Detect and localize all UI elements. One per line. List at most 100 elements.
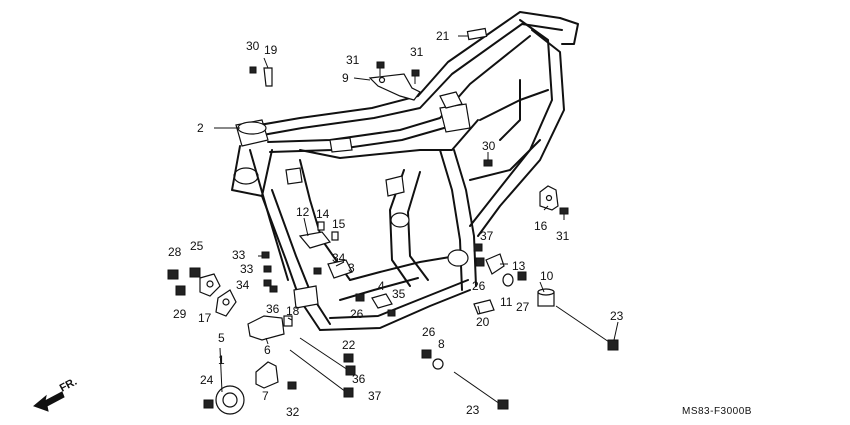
bolt-31-a [376,61,385,76]
part-3-bracket [327,259,353,279]
arrow-icon [33,391,65,412]
bolt-36-a [299,337,356,376]
callout-30-a: 28 [168,245,182,259]
callout-30-b: 29 [173,307,187,321]
callout-2: 2 [197,121,204,135]
part-18-spacer [283,315,293,327]
bolt-35 [269,285,278,293]
part-10-bushing [537,288,555,307]
callout-9: 9 [342,71,349,85]
callout-23: 23 [466,403,480,417]
part-14-pin [317,221,325,231]
part-29-bolt [483,159,493,167]
part-15-pin [331,231,339,241]
callout-4: 4 [378,279,385,293]
bolt-34-b [263,279,272,287]
callout-labels: 2 21 9 31 31 30 19 30 16 31 12 14 15 34 … [168,29,624,419]
nut-30-a [167,269,179,280]
callout-34-a: 34 [332,251,346,265]
callout-11: 11 [500,295,513,309]
callout-3: 3 [348,261,355,275]
nut-26-a [189,267,201,278]
callout-8: 8 [438,337,445,351]
diagram-code: MS83-F3000B [682,406,752,417]
bolt-33-a [261,251,270,259]
bolt-31-c [559,207,569,220]
part-4-bracket [371,293,393,309]
bolt-34-c [387,309,396,317]
callout-10: 10 [540,269,554,283]
callout-33-a: 33 [232,248,246,262]
callout-31-a: 31 [346,53,360,67]
part-16-bracket [539,185,559,211]
callout-25: 24 [200,373,214,387]
callout-14: 14 [316,207,330,221]
nut-26-b [475,257,485,267]
bolt-31-b [411,69,420,84]
part-27-b [517,271,527,281]
callout-34-b: 34 [236,278,250,292]
callout-35: 36 [266,302,280,316]
part-11-collar [502,273,514,287]
part-13-bracket [485,253,505,275]
callout-26-b: 26 [472,279,486,293]
bolt-34-a [313,267,322,275]
callout-6: 6 [264,343,271,357]
callout-36-b: 37 [368,389,382,403]
bolt-32 [287,381,297,390]
callout-22: 22 [342,338,356,352]
main-frame [231,11,579,331]
callout-28: 30 [246,39,260,53]
callout-34-c: 35 [392,287,406,301]
direction-label: FR. [58,376,79,395]
bolt-33-b [263,265,272,273]
part-19-clip [263,67,273,87]
callout-12: 12 [296,205,310,219]
callout-21: 21 [436,29,450,43]
part-5-plate [215,289,237,317]
callout-29: 30 [482,139,496,153]
callout-18: 18 [286,304,300,318]
callout-26-a: 25 [190,239,204,253]
part-21-tube [466,27,488,41]
part-17-plate [199,273,221,297]
callout-5: 5 [218,331,225,345]
callout-17: 17 [198,311,212,325]
callout-27-b: 27 [516,300,530,314]
part-20-pad [473,299,495,315]
callout-36-a: 36 [352,372,366,386]
callout-27-a: 26 [350,307,364,321]
callout-16: 16 [534,219,548,233]
callout-13: 13 [512,259,526,273]
callout-20: 20 [476,315,490,329]
callout-7: 7 [262,389,269,403]
callout-31-c: 31 [556,229,570,243]
leader-lines [214,35,619,393]
callout-37: 37 [480,229,494,243]
nut-30-b [175,285,186,296]
nut-26-c [421,349,432,359]
part-28-bolt [249,66,257,74]
callout-31-b: 31 [410,45,424,59]
callout-15: 15 [332,217,346,231]
callout-24: 23 [610,309,624,323]
nut-22 [343,353,354,363]
part-7-bracket [255,361,279,389]
callout-19: 19 [264,43,278,57]
part-27-a [355,293,365,302]
part-8-collar [432,358,444,370]
bolt-23 [453,371,509,410]
part-37-nut [473,243,483,252]
part-1-cover [215,385,245,415]
part-6-bracket [247,315,285,341]
part-9-bracket [368,73,421,101]
bolt-25 [203,399,214,409]
front-direction-indicator: FR. [33,376,79,412]
callout-1: 1 [218,353,225,367]
bolt-24 [555,305,619,351]
callout-26-c: 26 [422,325,436,339]
callout-33-b: 33 [240,262,254,276]
bolt-36-b [289,349,354,398]
